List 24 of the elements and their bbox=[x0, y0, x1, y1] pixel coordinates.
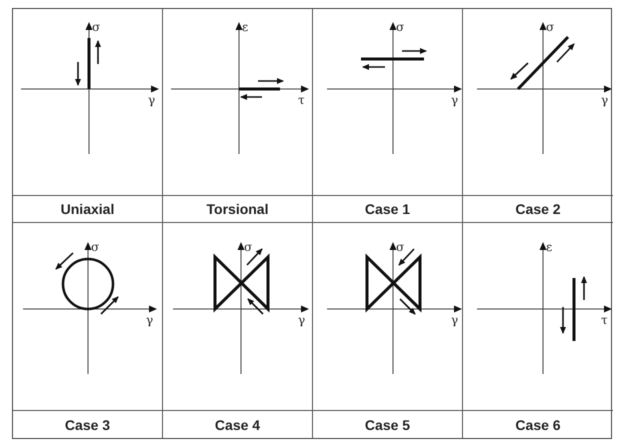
panel-caption: Case 5 bbox=[364, 416, 410, 432]
axis-label: ε bbox=[546, 241, 552, 253]
axis-label: γ bbox=[146, 314, 154, 326]
axis-label: γ bbox=[451, 94, 458, 106]
panel-caption: Case 6 bbox=[515, 416, 561, 432]
axis-label: ε bbox=[242, 21, 248, 33]
axis-label: γ bbox=[451, 314, 458, 326]
axis-label: τ bbox=[298, 94, 305, 106]
axis-label: τ bbox=[601, 314, 608, 326]
axis-label: γ bbox=[601, 94, 608, 106]
panel-caption: Case 4 bbox=[214, 416, 260, 432]
panel-caption: Case 1 bbox=[364, 201, 410, 217]
axis-label: γ bbox=[148, 94, 156, 106]
axis-label: σ bbox=[244, 241, 252, 253]
axis-label: γ bbox=[298, 314, 306, 326]
panel-caption: Case 3 bbox=[64, 416, 110, 432]
panel-caption: Uniaxial bbox=[60, 201, 114, 217]
axis-label: σ bbox=[546, 21, 554, 33]
axis-label: σ bbox=[396, 21, 404, 33]
axis-label: σ bbox=[91, 241, 100, 253]
panel-caption: Torsional bbox=[206, 201, 268, 217]
axis-label: σ bbox=[92, 21, 100, 33]
axis-label: σ bbox=[396, 241, 404, 253]
panel-caption: Case 2 bbox=[515, 201, 561, 217]
